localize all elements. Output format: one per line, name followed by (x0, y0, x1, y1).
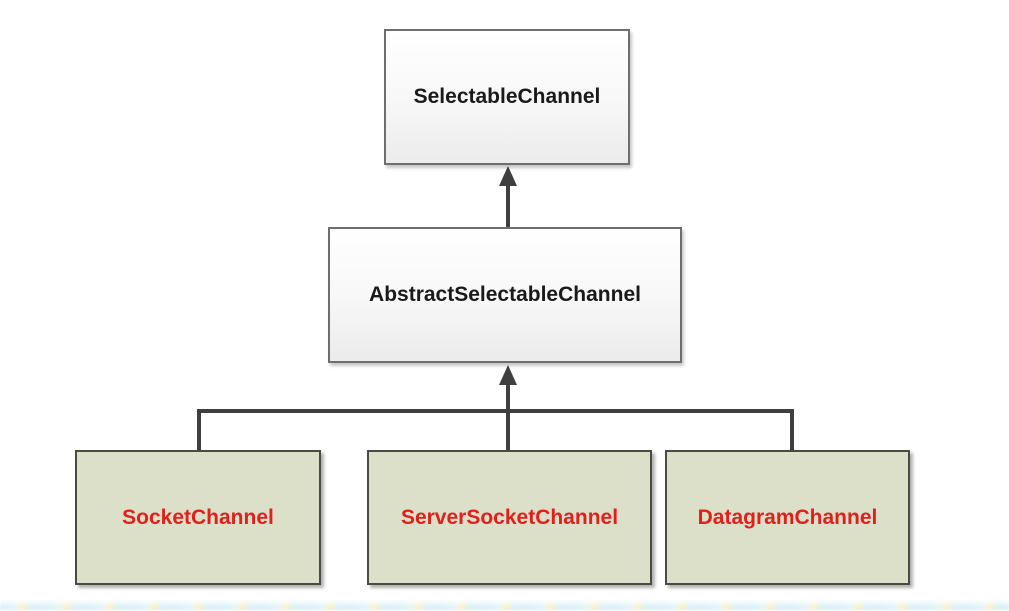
node-server-socket-channel: ServerSocketChannel (367, 450, 652, 585)
node-socket-channel: SocketChannel (75, 450, 321, 585)
node-abstract-selectable-channel: AbstractSelectableChannel (328, 227, 682, 363)
connector-children-to-abstract (197, 365, 794, 451)
node-label: SocketChannel (122, 505, 274, 529)
node-datagram-channel: DatagramChannel (665, 450, 910, 585)
node-label: DatagramChannel (697, 505, 878, 529)
decorative-bottom-border (0, 600, 1009, 610)
node-label: AbstractSelectableChannel (369, 283, 641, 306)
node-label: SelectableChannel (413, 85, 601, 108)
arrow-abstract-to-selectable (499, 166, 517, 228)
node-selectable-channel: SelectableChannel (384, 29, 630, 165)
node-label: ServerSocketChannel (400, 505, 619, 529)
